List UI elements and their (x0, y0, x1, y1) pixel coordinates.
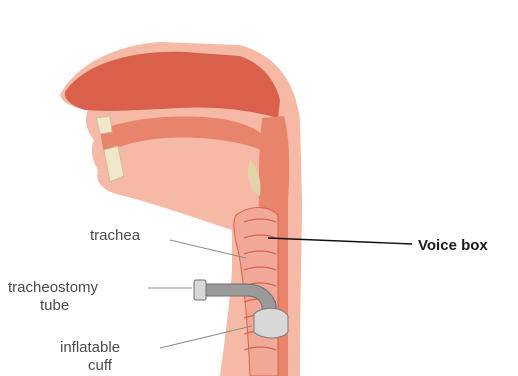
inflatable-cuff-label-line1: inflatable (60, 339, 120, 356)
tracheostomy-tube-label-line1: tracheostomy (8, 279, 99, 296)
trachea-label: trachea (90, 227, 141, 244)
tracheostomy-tube-label-line2: tube (40, 297, 69, 314)
voice-box-label: Voice box (418, 237, 488, 254)
tube-flange (194, 280, 206, 300)
inflatable-cuff (254, 308, 288, 338)
inflatable-cuff-label-line2: cuff (88, 357, 113, 374)
